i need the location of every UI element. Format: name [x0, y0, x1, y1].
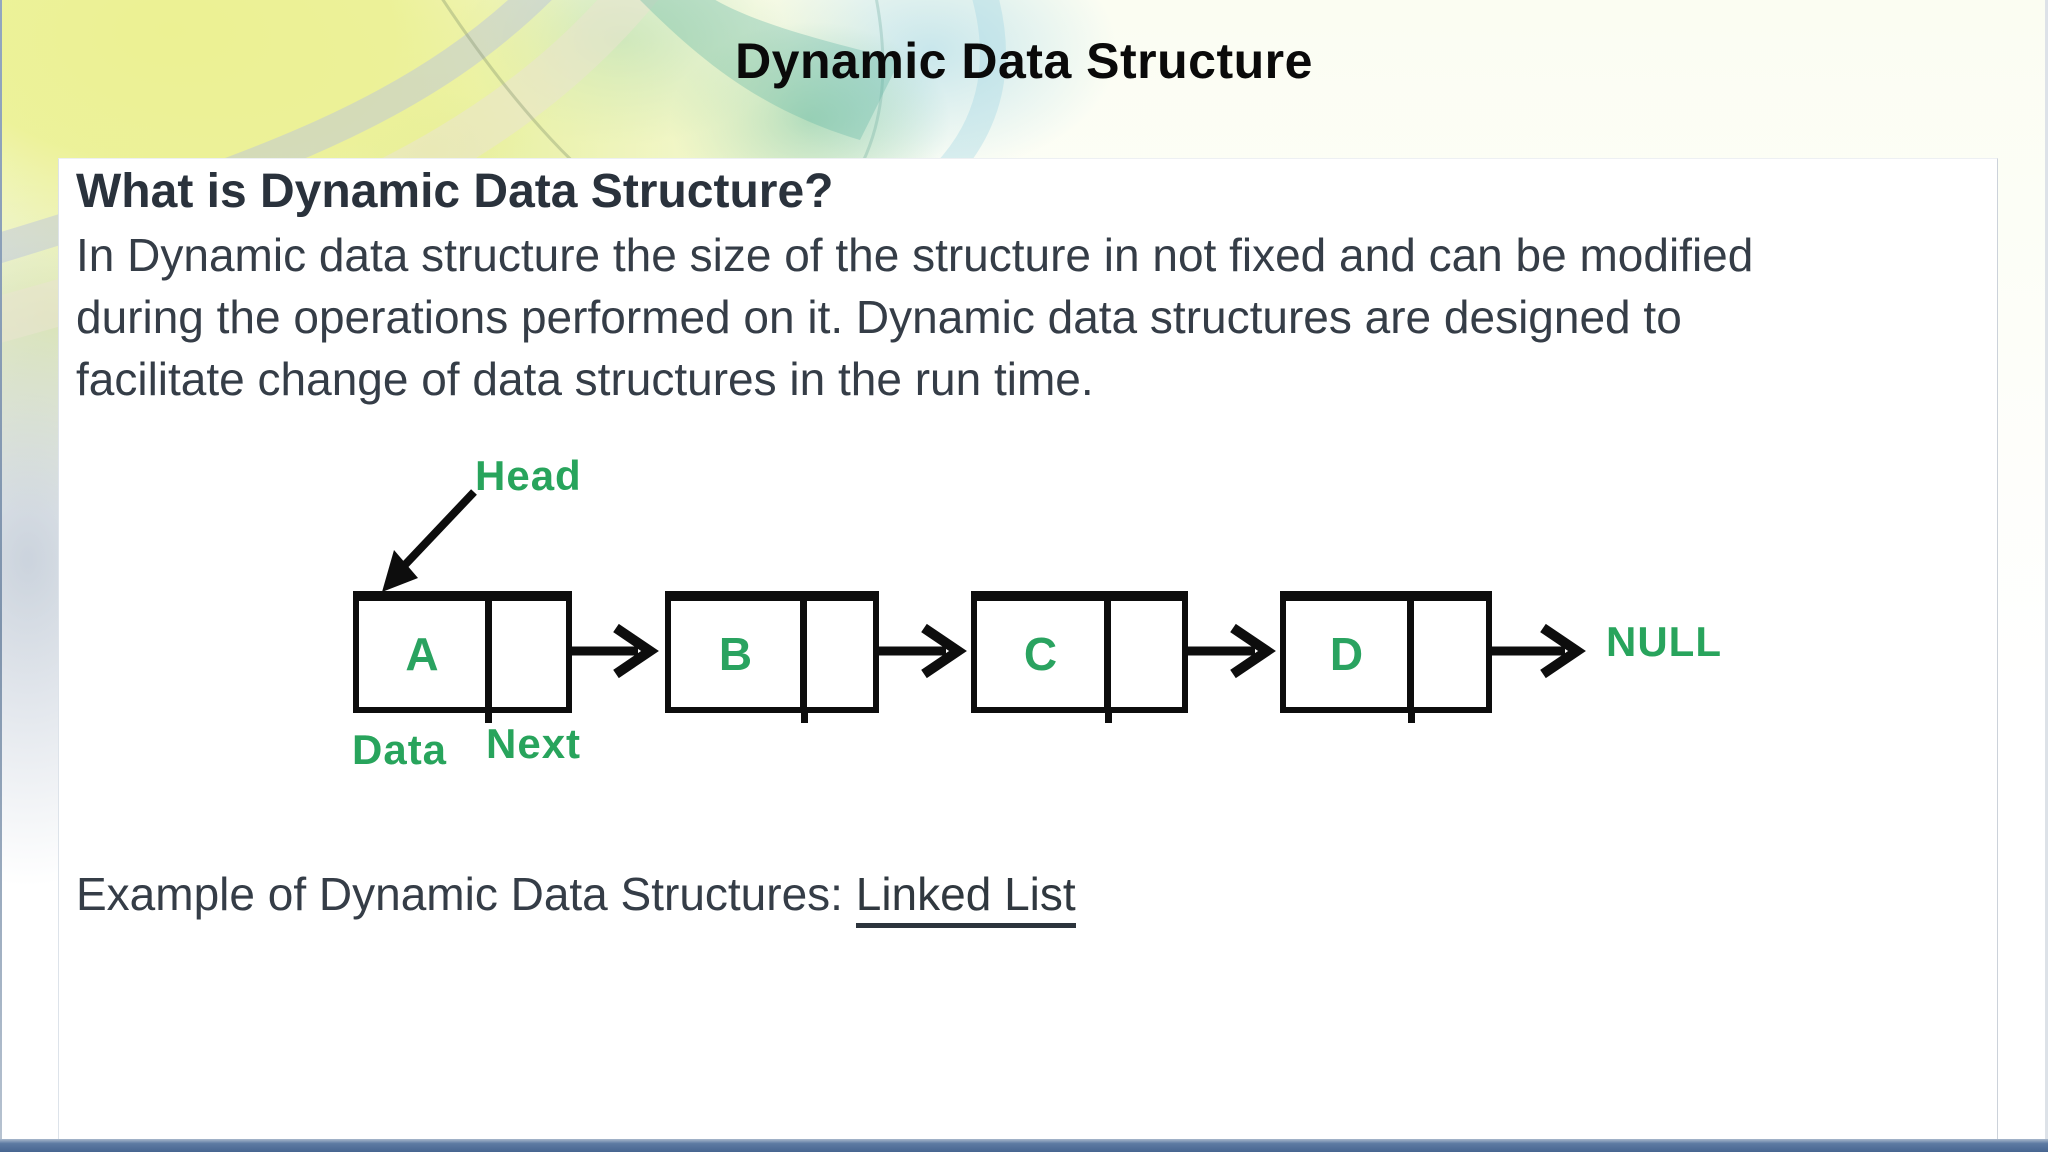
head-arrow-icon [382, 489, 477, 592]
list-node-b: B [665, 591, 879, 713]
next-cell-label: Next [486, 720, 582, 767]
data-cell-label: Data [352, 726, 448, 773]
node-next-cell [807, 601, 873, 707]
left-edge-line [0, 0, 2, 1139]
linked-list-link[interactable]: Linked List [855, 868, 1076, 928]
node-data-cell: B [671, 601, 807, 707]
bottom-accent-bar [0, 1139, 2048, 1152]
list-node-d: D [1280, 591, 1492, 713]
node-value: A [405, 628, 439, 680]
node-value: B [718, 628, 753, 680]
divider-stub [1408, 709, 1415, 723]
divider-stub [485, 709, 492, 723]
node-data-cell: C [977, 601, 1111, 707]
intro-line-1: In Dynamic data structure the size of th… [76, 229, 1754, 281]
intro-line-3: facilitate change of data structures in … [76, 353, 1094, 405]
node-value: C [1023, 628, 1058, 680]
next-pointer-arrow [876, 623, 967, 679]
node-value: D [1329, 628, 1364, 680]
intro-line-2: during the operations performed on it. D… [76, 291, 1682, 343]
example-prefix: Example of Dynamic Data Structures: [76, 868, 856, 920]
null-label: NULL [1606, 618, 1722, 665]
node-data-cell: D [1286, 601, 1414, 707]
intro-text-block: What is Dynamic Data Structure? In Dynam… [76, 160, 1976, 410]
section-heading: What is Dynamic Data Structure? [76, 165, 834, 218]
list-node-c: C [971, 591, 1188, 713]
next-pointer-arrow [568, 623, 659, 679]
divider-stub [801, 709, 808, 723]
node-next-cell [1111, 601, 1182, 707]
head-label: Head [475, 452, 582, 499]
page-title: Dynamic Data Structure [735, 33, 1313, 89]
next-pointer-arrow [1185, 623, 1276, 679]
node-data-cell: A [359, 601, 492, 707]
list-node-a: A [353, 591, 572, 713]
null-pointer-arrow [1489, 623, 1586, 679]
divider-stub [1105, 709, 1112, 723]
node-next-cell [492, 601, 566, 707]
example-line: Example of Dynamic Data Structures: Link… [76, 866, 1076, 928]
right-edge-line [2045, 0, 2048, 1139]
node-next-cell [1414, 601, 1486, 707]
